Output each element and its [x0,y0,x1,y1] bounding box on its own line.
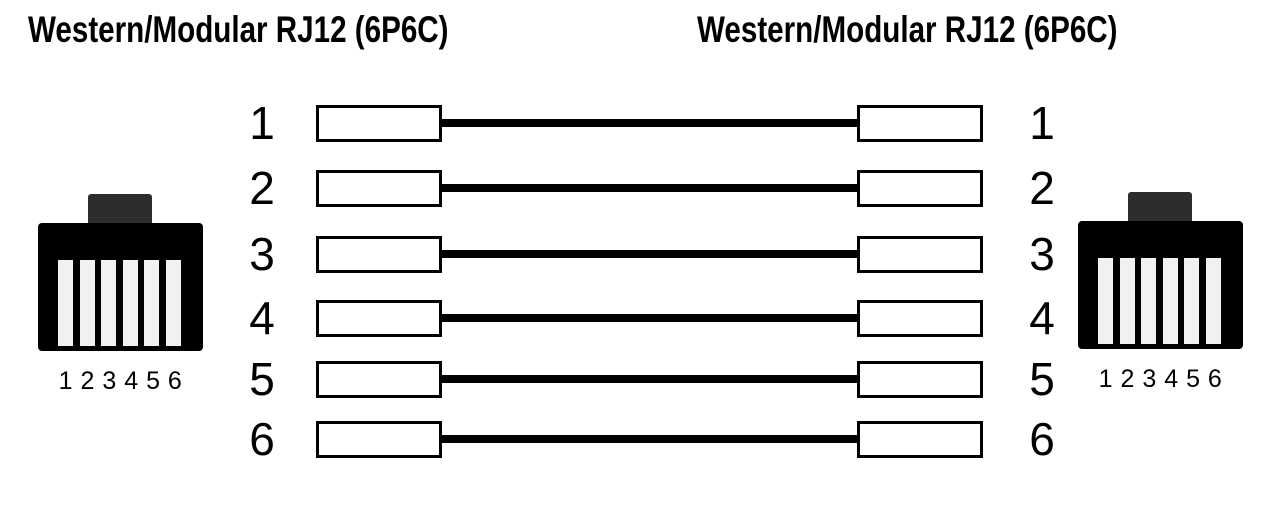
pin-slot [165,260,181,346]
right-pin-pad [857,361,983,398]
pin-slot [101,260,116,346]
right-pin-pad [857,170,983,207]
left-pin-pad [316,236,442,273]
right-pin-number: 5 [1029,353,1055,405]
right-pin-pad [857,421,983,458]
wire-row: 6 6 [0,413,1280,465]
wire [441,184,858,192]
right-pin-number: 1 [1029,97,1055,149]
left-pin-pad [316,361,442,398]
right-pin-numbers-label: 1 2 3 4 5 6 [1098,365,1223,393]
pin-slot [1184,258,1199,344]
left-connector-title: Western/Modular RJ12 (6P6C) [28,9,449,50]
left-pin-pad [316,421,442,458]
pin-slot [144,260,159,346]
pin-slot [79,260,95,346]
right-pin-pad [857,105,983,142]
wire-row: 4 4 [0,292,1280,344]
wire [441,314,858,322]
left-pin-pad [316,105,442,142]
rj12-jack-left-icon: 1 2 3 4 5 6 [38,194,203,396]
pin-slot [1162,258,1178,344]
left-pin-number: 2 [249,162,275,214]
wire [441,435,858,443]
left-pin-numbers-label: 1 2 3 4 5 6 [58,367,183,395]
right-pin-number: 4 [1029,292,1055,344]
jack-body [38,223,203,351]
jack-clip-tab [1128,192,1192,224]
jack-clip-tab [88,194,152,226]
right-connector-title: Western/Modular RJ12 (6P6C) [697,9,1118,50]
right-pin-pad [857,300,983,337]
wire-row: 3 3 [0,228,1280,280]
wire [441,375,858,383]
pin-slot [58,260,73,346]
left-pin-number: 1 [249,97,275,149]
rj12-jack-right-icon: 1 2 3 4 5 6 [1078,192,1243,394]
pin-slot [1119,258,1135,344]
right-pin-number: 3 [1029,228,1055,280]
pin-slot [122,260,138,346]
wire-row: 1 1 [0,97,1280,149]
left-pin-pad [316,170,442,207]
wire-row: 5 5 [0,353,1280,405]
right-pin-pad [857,236,983,273]
left-pin-number: 4 [249,292,275,344]
left-pin-number: 6 [249,413,275,465]
jack-body [1078,221,1243,349]
wire [441,119,858,127]
wire [441,250,858,258]
pin-slot [1098,258,1113,344]
left-pin-number: 3 [249,228,275,280]
right-pin-number: 6 [1029,413,1055,465]
wire-row: 2 2 [0,162,1280,214]
left-pin-number: 5 [249,353,275,405]
pin-slot [1205,258,1221,344]
pin-slot [1141,258,1156,344]
right-pin-number: 2 [1029,162,1055,214]
left-pin-pad [316,300,442,337]
